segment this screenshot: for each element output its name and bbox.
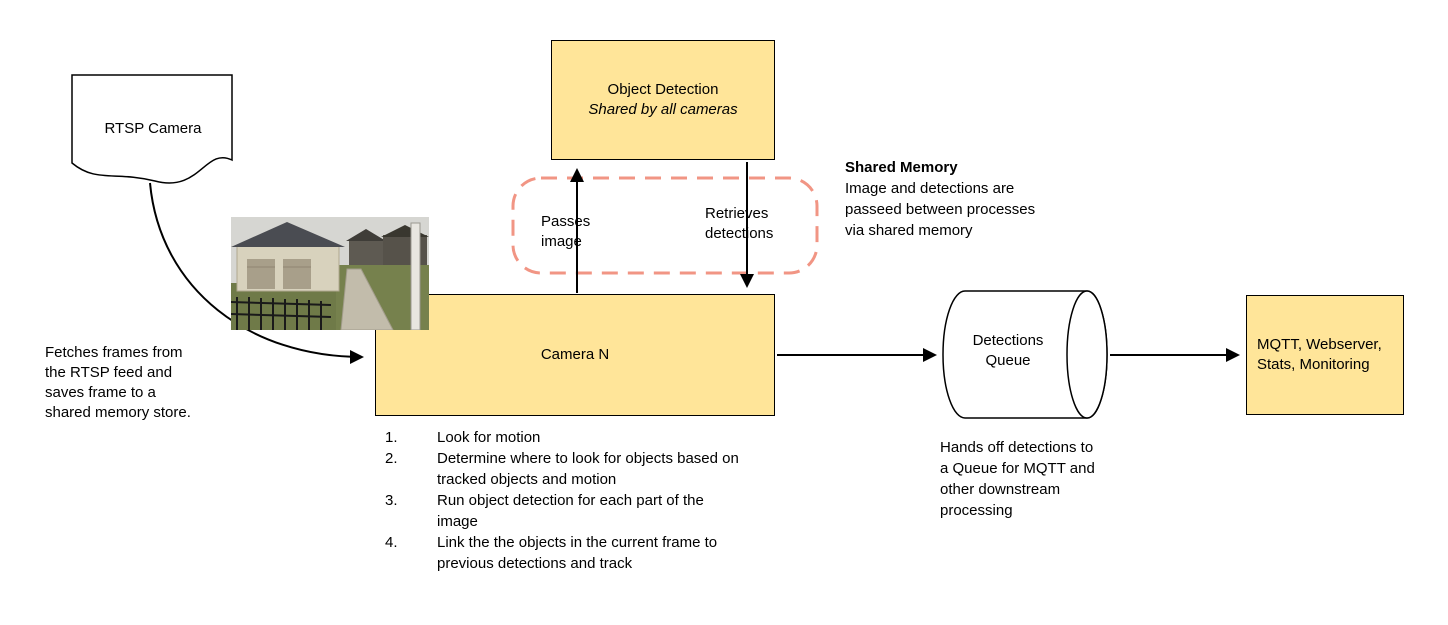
retrieves-detections-label: Retrieves detections xyxy=(705,205,774,242)
outputs-node: MQTT, Webserver, Stats, Monitoring xyxy=(1246,295,1404,415)
snapshot-post xyxy=(410,222,421,331)
camera-step: 4. Link the the objects in the current f… xyxy=(385,532,765,574)
step-text: Determine where to look for objects base… xyxy=(437,450,739,488)
camera-steps-list: 1. Look for motion 2. Determine where to… xyxy=(385,427,765,574)
step-number: 1. xyxy=(385,429,398,446)
detections-queue-face xyxy=(1066,290,1108,419)
camera-snapshot-scene xyxy=(230,217,429,331)
camera-n-label: Camera N xyxy=(540,346,610,363)
camera-n-node: Camera N xyxy=(375,294,775,416)
step-number: 3. xyxy=(385,492,398,509)
camera-step: 3. Run object detection for each part of… xyxy=(385,490,765,532)
camera-step: 1. Look for motion xyxy=(385,427,765,448)
step-text: Link the the objects in the current fram… xyxy=(437,534,718,572)
camera-step: 2. Determine where to look for objects b… xyxy=(385,448,765,490)
queue-handoff-note: Hands off detections to a Queue for MQTT… xyxy=(940,439,1095,519)
shared-memory-note: Shared Memory Image and detections are p… xyxy=(845,157,1045,241)
fetch-frames-note: Fetches frames from the RTSP feed and sa… xyxy=(45,344,191,421)
passes-image-label: Passes image xyxy=(541,213,591,250)
shared-memory-body: Image and detections are passeed between… xyxy=(845,180,1036,239)
step-number: 4. xyxy=(385,534,398,551)
outputs-label: MQTT, Webserver, Stats, Monitoring xyxy=(1257,336,1382,373)
camera-snapshot-image xyxy=(230,217,429,331)
object-detection-title: Object Detection xyxy=(607,81,719,98)
object-detection-node: Object Detection Shared by all cameras xyxy=(551,40,775,160)
step-text: Look for motion xyxy=(437,429,541,446)
object-detection-subtitle: Shared by all cameras xyxy=(588,101,738,118)
step-number: 2. xyxy=(385,450,398,467)
shared-memory-title: Shared Memory xyxy=(845,159,958,176)
step-text: Run object detection for each part of th… xyxy=(437,492,704,530)
rtsp-camera-label: RTSP Camera xyxy=(104,120,202,137)
detections-queue-label: Detections Queue xyxy=(972,332,1044,369)
